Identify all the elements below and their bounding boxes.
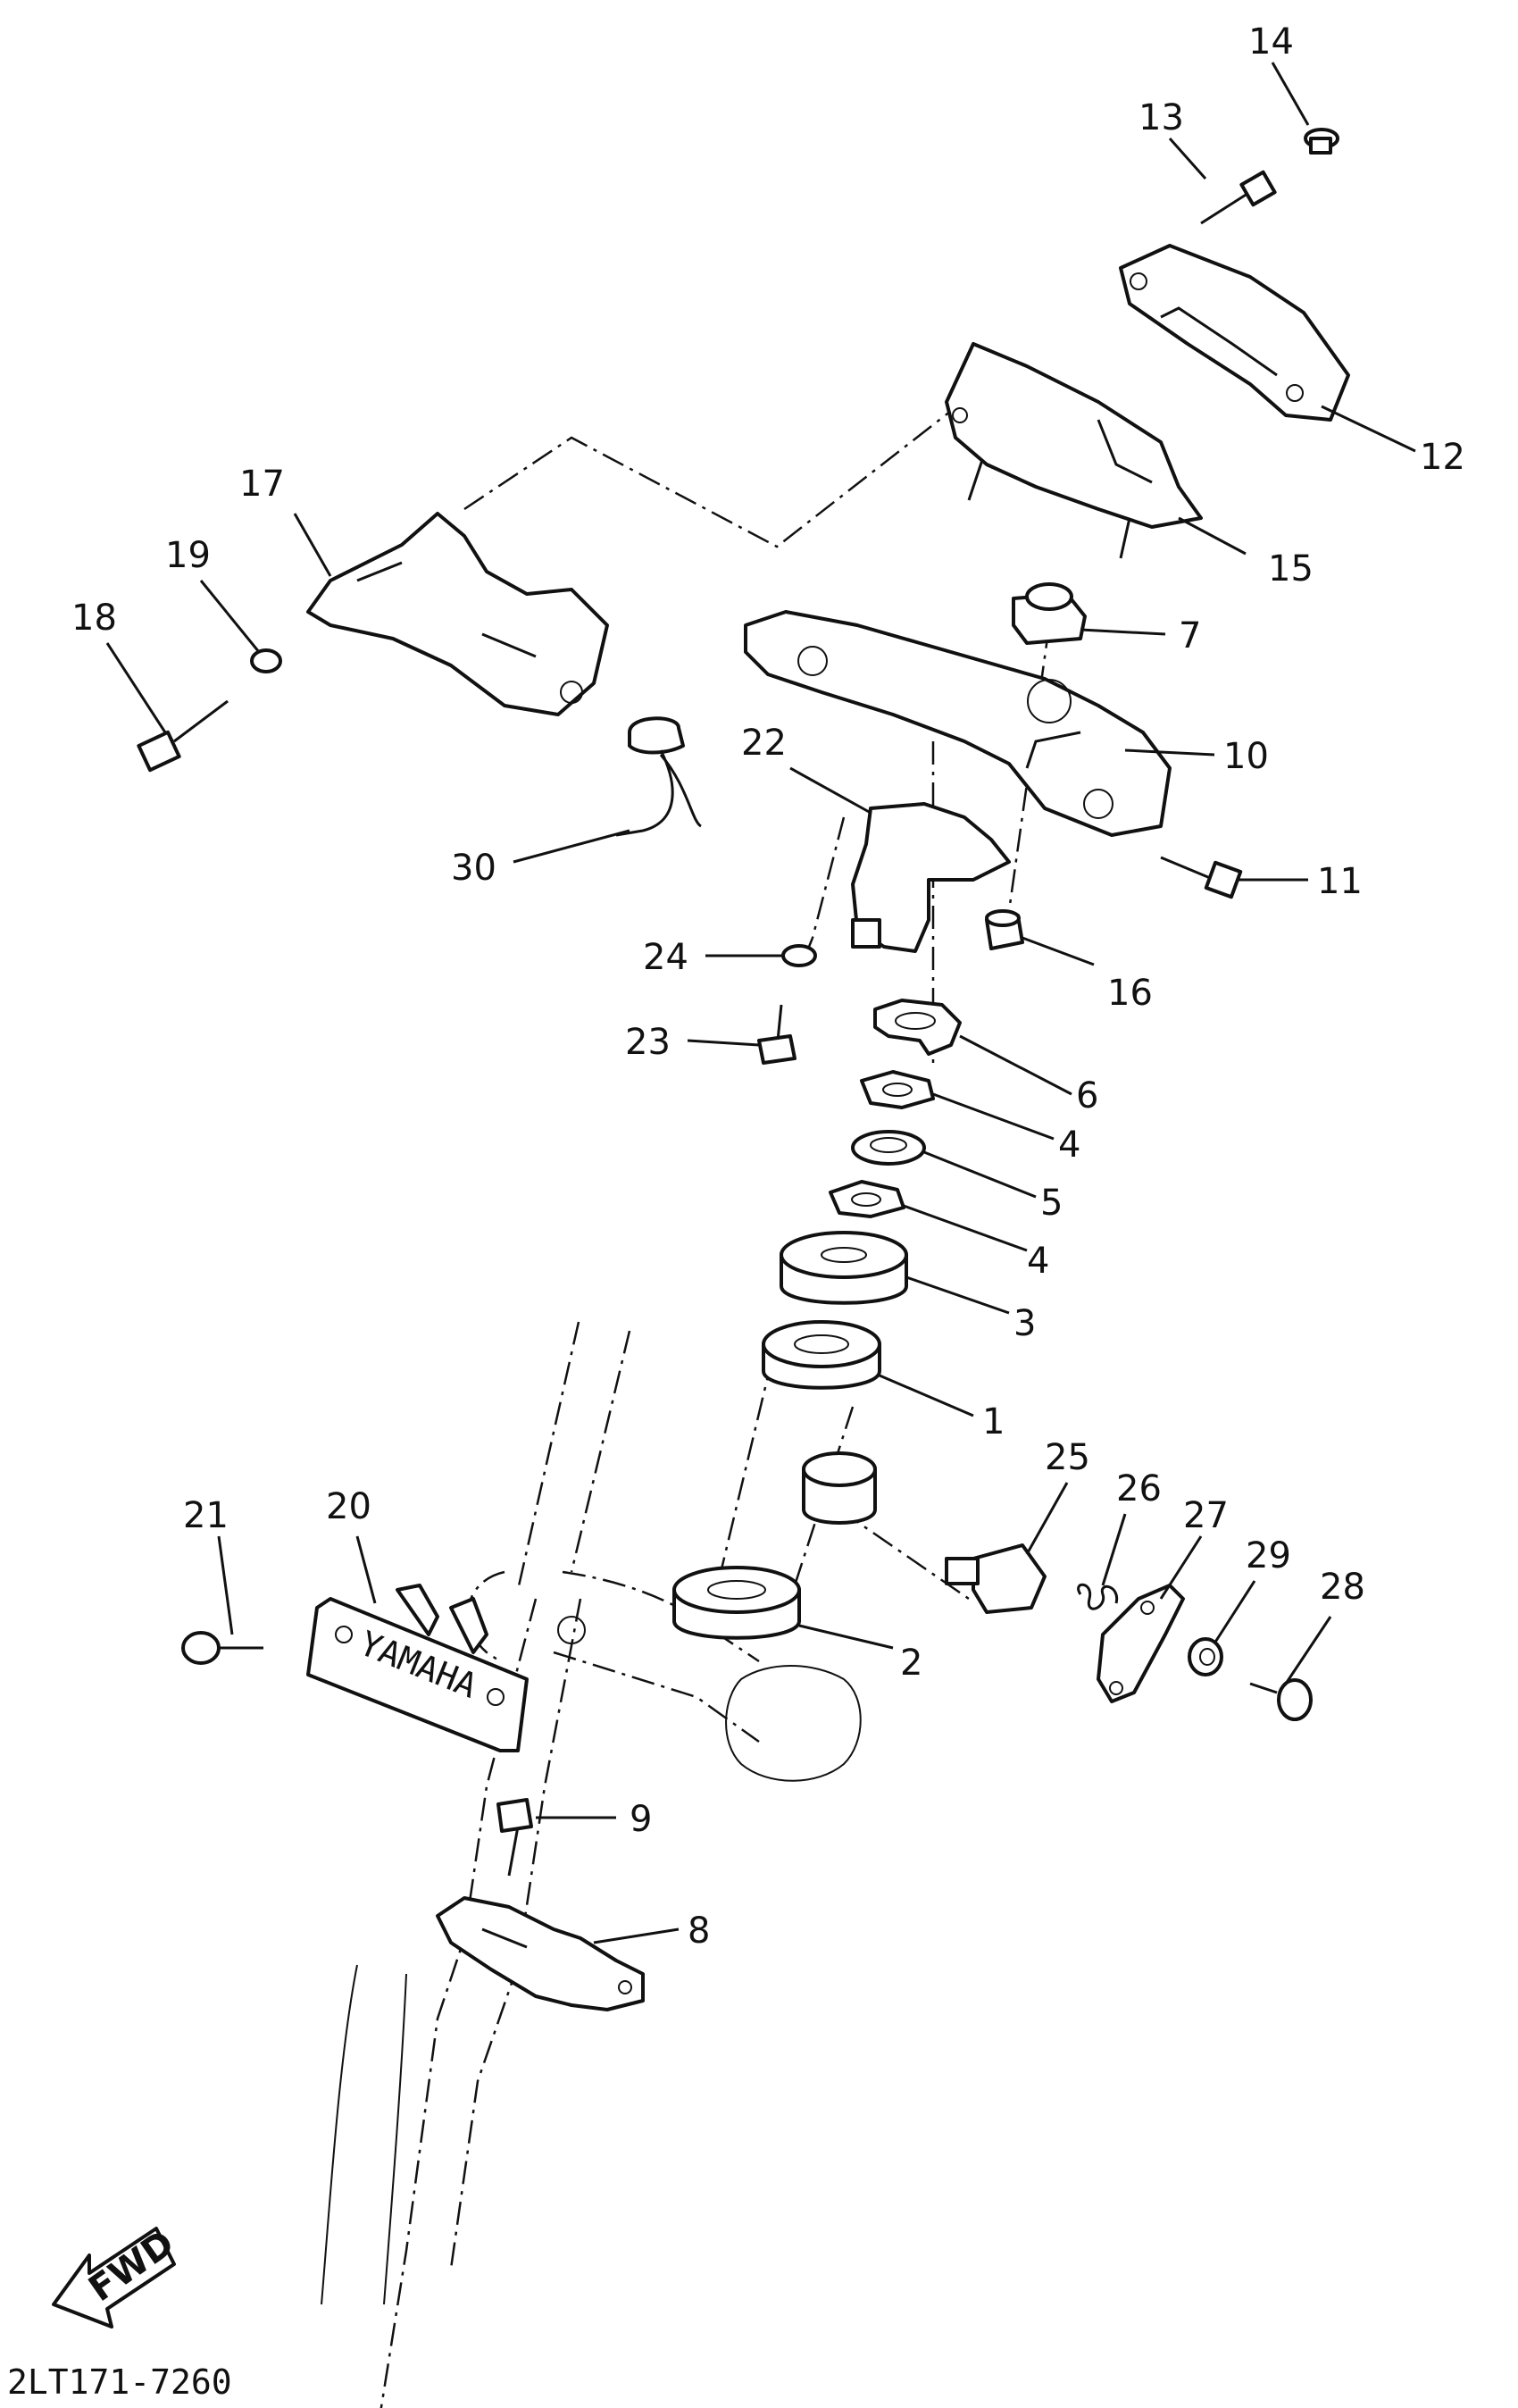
fwd-label: FWD — [81, 2222, 181, 2310]
part-17-handlebar — [306, 512, 609, 716]
part-10-upper-bracket — [744, 610, 1172, 837]
callout-22: 22 — [741, 723, 787, 764]
part-30-clip — [615, 716, 702, 837]
part-25-switch — [945, 1543, 1047, 1614]
part-19-washer — [250, 648, 282, 673]
part-5-ring-nut — [851, 1130, 926, 1166]
part-12-clamp — [1119, 244, 1350, 422]
leader-lines — [105, 62, 1416, 1944]
part-8-cover — [436, 1896, 645, 2011]
callout-15: 15 — [1268, 548, 1314, 589]
part-20-emblem: YAMAHA — [306, 1584, 529, 1752]
callout-23: 23 — [625, 1022, 671, 1063]
callout-5: 5 — [1040, 1183, 1063, 1224]
part-15-bracket — [945, 342, 1203, 559]
part-3-dust-cover — [780, 1231, 908, 1305]
callout-13: 13 — [1138, 97, 1184, 138]
callout-labels: 14 13 12 15 7 10 11 16 17 19 18 30 22 24… — [71, 21, 1465, 1952]
callout-9: 9 — [630, 1799, 652, 1840]
callout-17: 17 — [239, 464, 285, 505]
part-7-crown-nut — [1012, 582, 1087, 645]
part-collar — [802, 1451, 877, 1525]
part-23-bolt — [757, 1004, 797, 1065]
part-14-cap — [1304, 128, 1339, 155]
part-13-bolt — [1200, 170, 1277, 225]
part-4-washer-b — [829, 1180, 905, 1218]
part-28-screw — [1249, 1678, 1313, 1721]
callout-7: 7 — [1179, 615, 1201, 656]
part-24-nut — [781, 944, 817, 967]
callout-28: 28 — [1320, 1567, 1365, 1608]
callout-18: 18 — [71, 598, 117, 639]
callout-26: 26 — [1116, 1468, 1162, 1509]
fwd-arrow: FWD — [52, 2222, 181, 2329]
part-4-washer-a — [860, 1070, 935, 1109]
callout-24: 24 — [643, 937, 688, 978]
callout-6: 6 — [1076, 1075, 1098, 1116]
callout-3: 3 — [1013, 1303, 1036, 1344]
callout-1: 1 — [982, 1401, 1005, 1442]
part-16-nut — [985, 909, 1024, 950]
part-9-bolt — [496, 1798, 533, 1877]
callout-27: 27 — [1183, 1495, 1229, 1536]
assembly-guide-lines — [463, 410, 1051, 1601]
part-1-bearing — [762, 1320, 881, 1390]
callout-8: 8 — [688, 1911, 710, 1952]
callout-4-lower: 4 — [1027, 1241, 1049, 1282]
callout-20: 20 — [326, 1486, 371, 1527]
part-21-bolt — [181, 1631, 263, 1665]
part-6-lock-washer — [873, 999, 962, 1056]
callout-29: 29 — [1246, 1535, 1291, 1576]
callout-10: 10 — [1223, 736, 1269, 777]
part-2-bearing — [672, 1566, 801, 1640]
callout-25: 25 — [1045, 1437, 1090, 1478]
callout-21: 21 — [183, 1495, 229, 1536]
callout-12: 12 — [1420, 437, 1465, 478]
part-18-bolt — [137, 699, 229, 773]
part-22-bracket — [851, 802, 1011, 953]
callout-30: 30 — [451, 848, 496, 889]
callout-2: 2 — [900, 1643, 922, 1684]
part-26-spring — [1077, 1583, 1119, 1610]
callout-16: 16 — [1107, 973, 1153, 1014]
callout-11: 11 — [1317, 861, 1363, 902]
callout-4-upper: 4 — [1058, 1125, 1080, 1166]
callout-19: 19 — [165, 535, 211, 576]
part-27-plate — [1097, 1584, 1185, 1703]
drawing-code: 2LT171-7260 — [7, 2362, 232, 2402]
part-11-bolt — [1160, 856, 1243, 899]
part-29-collar — [1188, 1637, 1223, 1676]
callout-14: 14 — [1248, 21, 1294, 63]
